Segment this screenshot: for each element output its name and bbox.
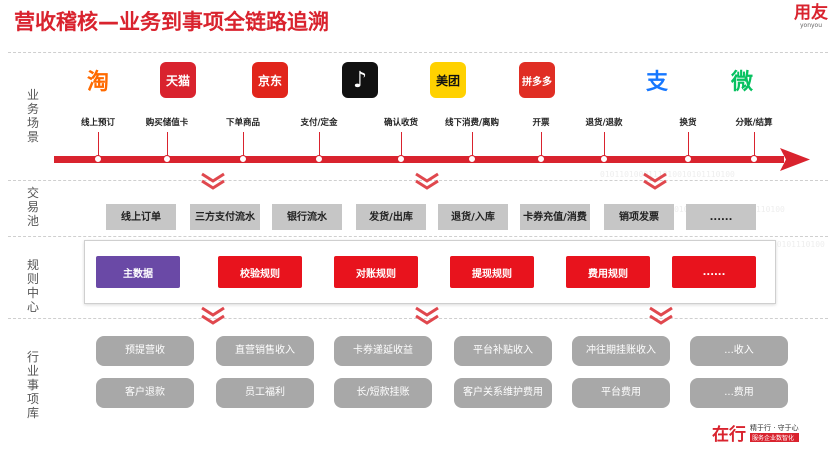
scene-tick <box>401 132 402 158</box>
item-card[interactable]: 直营销售收入 <box>216 336 314 366</box>
scene-tick <box>688 132 689 158</box>
down-chevron-icon <box>201 306 225 325</box>
scene-tick <box>604 132 605 158</box>
tmall-logo: 天猫 <box>160 62 196 98</box>
pool-item[interactable]: 发货/出库 <box>356 204 426 230</box>
pool-item[interactable]: 销项发票 <box>604 204 674 230</box>
item-card[interactable]: 预提营收 <box>96 336 194 366</box>
scene-tick <box>167 132 168 158</box>
brand-sub: yonyou <box>799 22 823 29</box>
scene-dot <box>537 155 545 163</box>
item-card[interactable]: 客户关系维护费用 <box>454 378 552 408</box>
item-card[interactable]: 平台费用 <box>572 378 670 408</box>
item-card[interactable]: 客户退款 <box>96 378 194 408</box>
scene-dot <box>600 155 608 163</box>
scene-label: 支付/定金 <box>300 118 338 128</box>
scene-dot <box>239 155 247 163</box>
rule-button[interactable]: 对账规则 <box>334 256 418 288</box>
pool-item[interactable]: ...... <box>686 204 756 230</box>
brand-logo: 用友 yonyou <box>794 4 828 29</box>
row-label-items: 行业事项库 <box>26 350 39 420</box>
item-card[interactable]: ...费用 <box>690 378 788 408</box>
item-card[interactable]: 平台补贴收入 <box>454 336 552 366</box>
taobao-logo: 淘 <box>80 62 116 98</box>
pool-item[interactable]: 退货/入库 <box>438 204 508 230</box>
scene-label: 线下消费/离购 <box>444 118 500 128</box>
alipay-logo: 支 <box>639 62 675 98</box>
scene-label: 下单商品 <box>225 118 261 128</box>
down-chevron-icon <box>649 306 673 325</box>
down-chevron-icon <box>415 172 439 190</box>
scene-tick <box>98 132 99 158</box>
footer-slogan: 精于行 · 守于心 <box>750 424 799 432</box>
scene-dot <box>684 155 692 163</box>
item-card[interactable]: ...收入 <box>690 336 788 366</box>
scene-tick <box>541 132 542 158</box>
rule-button[interactable]: ...... <box>672 256 756 288</box>
brand-name: 用友 <box>794 3 828 23</box>
scene-label: 购买储值卡 <box>145 118 189 128</box>
timeline-arrow <box>54 148 810 171</box>
pinduoduo-logo: 拼多多 <box>519 62 555 98</box>
row-label-scenes: 业务场景 <box>26 88 39 144</box>
scene-dot <box>163 155 171 163</box>
item-card[interactable]: 卡券递延收益 <box>334 336 432 366</box>
scene-tick <box>472 132 473 158</box>
pool-item[interactable]: 线上订单 <box>106 204 176 230</box>
footer-logo: 在行 精于行 · 守于心 服务企业数智化 <box>712 420 799 445</box>
scene-label: 开票 <box>532 118 550 128</box>
rule-button[interactable]: 提现规则 <box>450 256 534 288</box>
pool-item[interactable]: 卡券充值/消费 <box>520 204 590 230</box>
item-card[interactable]: 冲往期挂账收入 <box>572 336 670 366</box>
down-chevron-icon <box>643 172 667 190</box>
scene-label: 分账/结算 <box>735 118 773 128</box>
scene-label: 换货 <box>679 118 697 128</box>
footer-logo-text: 在行 <box>712 425 746 445</box>
row-label-rules: 规则中心 <box>26 258 39 314</box>
jd-logo: 京东 <box>252 62 288 98</box>
wechat-logo: 微 <box>724 62 760 98</box>
rules-frame <box>84 240 776 304</box>
scene-dot <box>750 155 758 163</box>
scene-label: 确认收货 <box>383 118 419 128</box>
down-chevron-icon <box>201 172 225 190</box>
scene-label: 线上预订 <box>80 118 116 128</box>
down-chevron-icon <box>415 306 439 325</box>
scene-dot <box>94 155 102 163</box>
scene-dot <box>468 155 476 163</box>
rule-button[interactable]: 费用规则 <box>566 256 650 288</box>
page-title: 营收稽核—业务到事项全链路追溯 <box>14 10 329 34</box>
scene-tick <box>243 132 244 158</box>
master-data-button[interactable]: 主数据 <box>96 256 180 288</box>
item-card[interactable]: 员工福利 <box>216 378 314 408</box>
binary-decoration: 0101101000111010010101110100 <box>600 170 735 179</box>
scene-tick <box>754 132 755 158</box>
scene-label: 退货/退款 <box>585 118 623 128</box>
divider <box>8 52 828 53</box>
pool-item[interactable]: 银行流水 <box>272 204 342 230</box>
scene-dot <box>397 155 405 163</box>
row-label-pool: 交易池 <box>26 186 39 228</box>
rule-button[interactable]: 校验规则 <box>218 256 302 288</box>
item-card[interactable]: 长/短款挂账 <box>334 378 432 408</box>
meituan-logo: 美团 <box>430 62 466 98</box>
scene-dot <box>315 155 323 163</box>
divider <box>8 236 828 237</box>
douyin-logo: ♪ <box>342 62 378 98</box>
pool-item[interactable]: 三方支付流水 <box>190 204 260 230</box>
footer-tag: 服务企业数智化 <box>750 433 799 442</box>
scene-tick <box>319 132 320 158</box>
